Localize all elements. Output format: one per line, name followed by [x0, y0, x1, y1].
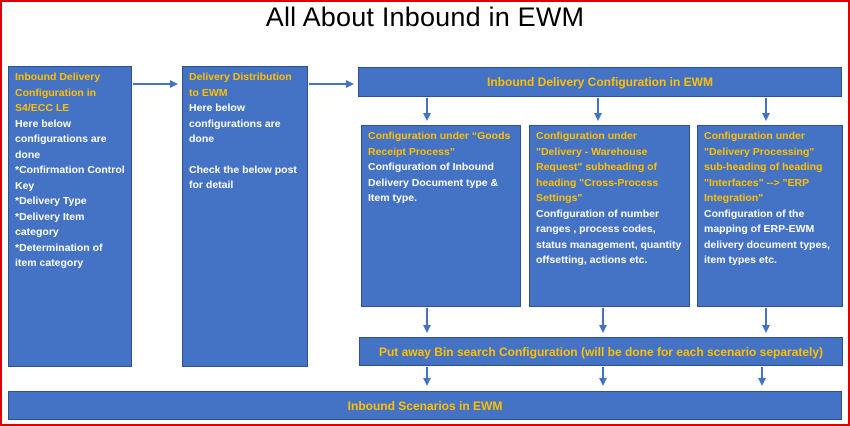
box-distribution-line-3: Check the below post for detail	[189, 163, 297, 192]
box-warehouse-request-heading: Configuration under "Delivery - Warehous…	[536, 130, 659, 204]
box-goods-receipt-line-1: Configuration of Inbound Delivery Docume…	[368, 161, 499, 204]
box-distribution-heading: Delivery Distribution to EWM	[189, 71, 292, 99]
box-distribution-line-2	[189, 148, 301, 163]
bar-inbound-scenarios: Inbound Scenarios in EWM	[8, 391, 842, 420]
box-s4-line-3: *Delivery Type	[15, 195, 87, 207]
box-s4-line-1: Here below configurations are done	[15, 117, 107, 161]
box-delivery-distribution: Delivery Distribution to EWM Here below …	[182, 66, 308, 367]
box-s4-line-4: *Delivery Item category	[15, 210, 85, 239]
box-s4-line-2: *Confirmation Control Key	[15, 164, 125, 192]
bar-putaway-bin-search: Put away Bin search Configuration (will …	[359, 337, 843, 366]
box-s4-ecc-config: Inbound Delivery Configuration in S4/ECC…	[8, 66, 132, 367]
box-warehouse-request-line-1: Configuration of number ranges , process…	[536, 207, 682, 267]
box-distribution-line-1: Here below configurations are done	[189, 102, 281, 145]
box-delivery-processing-line-1: Configuration of the mapping of ERP-EWM …	[704, 207, 831, 267]
box-s4-line-5: *Determination of item category	[15, 241, 103, 270]
page-title: All About Inbound in EWM	[265, 2, 585, 32]
box-s4-heading: Inbound Delivery Configuration in S4/ECC…	[15, 71, 101, 114]
box-warehouse-request: Configuration under "Delivery - Warehous…	[529, 125, 690, 307]
box-goods-receipt-heading: Configuration under “Goods Receipt Proce…	[368, 130, 511, 158]
bar-config-in-ewm: Inbound Delivery Configuration in EWM	[358, 67, 842, 97]
box-goods-receipt-process: Configuration under “Goods Receipt Proce…	[361, 125, 521, 307]
box-delivery-processing-heading: Configuration under "Delivery Processing…	[704, 130, 823, 204]
box-delivery-processing: Configuration under "Delivery Processing…	[697, 125, 843, 307]
